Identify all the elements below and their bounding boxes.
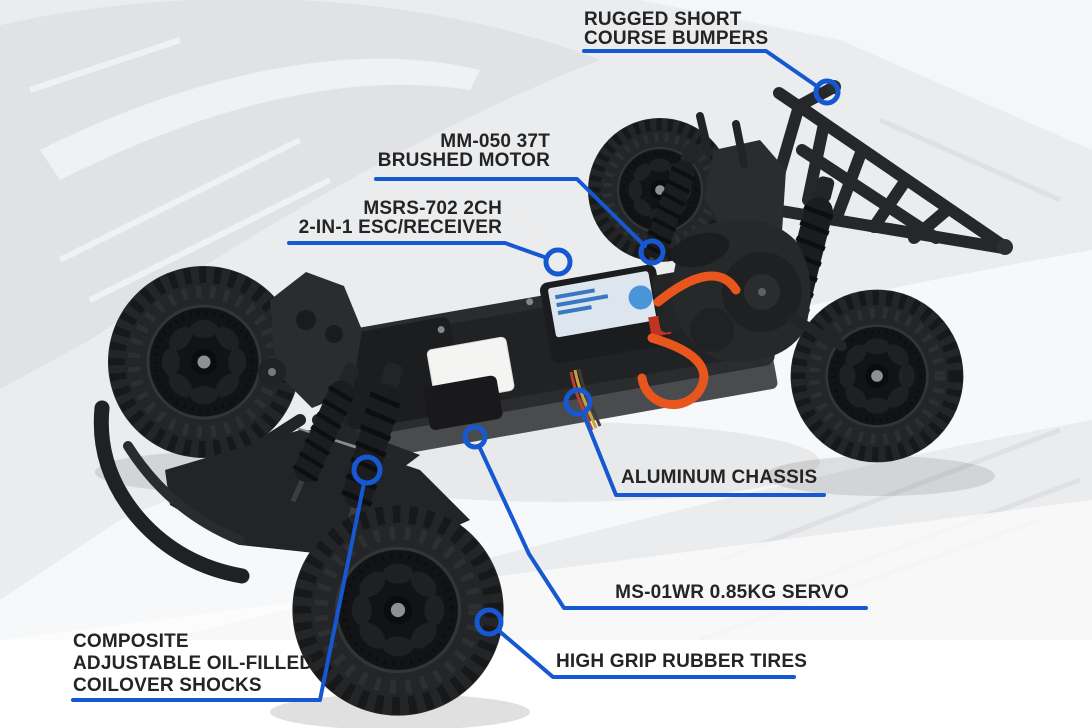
motor-gearbox: [670, 219, 847, 362]
callout-text: MSRS-702 2CH: [363, 198, 502, 219]
callout-label-bumpers: RUGGED SHORT COURSE BUMPERS: [584, 10, 768, 48]
motor-wires: [637, 271, 741, 409]
callout-label-servo: MS-01WR 0.85KG SERVO: [615, 583, 849, 602]
rear-shock-tower: [696, 112, 786, 242]
chassis-tub: [311, 259, 778, 466]
callout-text: COMPOSITE: [73, 631, 189, 652]
wheel-front-right: [292, 504, 503, 715]
callout-text: HIGH GRIP RUBBER TIRES: [556, 651, 808, 672]
callout-text: BRUSHED MOTOR: [377, 150, 550, 171]
steering-servo: [423, 375, 503, 430]
wheel-rear-right: [791, 290, 964, 463]
front-shock-tower: [270, 272, 362, 408]
callout-label-chassis: ALUMINUM CHASSIS: [621, 468, 817, 487]
callout-text: COILOVER SHOCKS: [73, 675, 262, 696]
callout-label-motor: MM-050 37T BRUSHED MOTOR: [378, 132, 550, 170]
callout-label-shocks: COMPOSITE ADJUSTABLE OIL-FILLED COILOVER…: [73, 631, 313, 697]
callout-text: MS-01WR 0.85KG SERVO: [615, 582, 849, 603]
callout-text: COURSE BUMPERS: [584, 28, 769, 49]
callout-text: ADJUSTABLE OIL-FILLED: [73, 653, 314, 674]
callout-label-tires: HIGH GRIP RUBBER TIRES: [556, 652, 807, 671]
callout-text: RUGGED SHORT: [584, 9, 742, 30]
callout-text: 2-IN-1 ESC/RECEIVER: [298, 217, 502, 238]
callout-text: ALUMINUM CHASSIS: [621, 467, 818, 488]
callout-label-esc: MSRS-702 2CH 2-IN-1 ESC/RECEIVER: [299, 199, 502, 237]
callout-text: MM-050 37T: [440, 131, 550, 152]
